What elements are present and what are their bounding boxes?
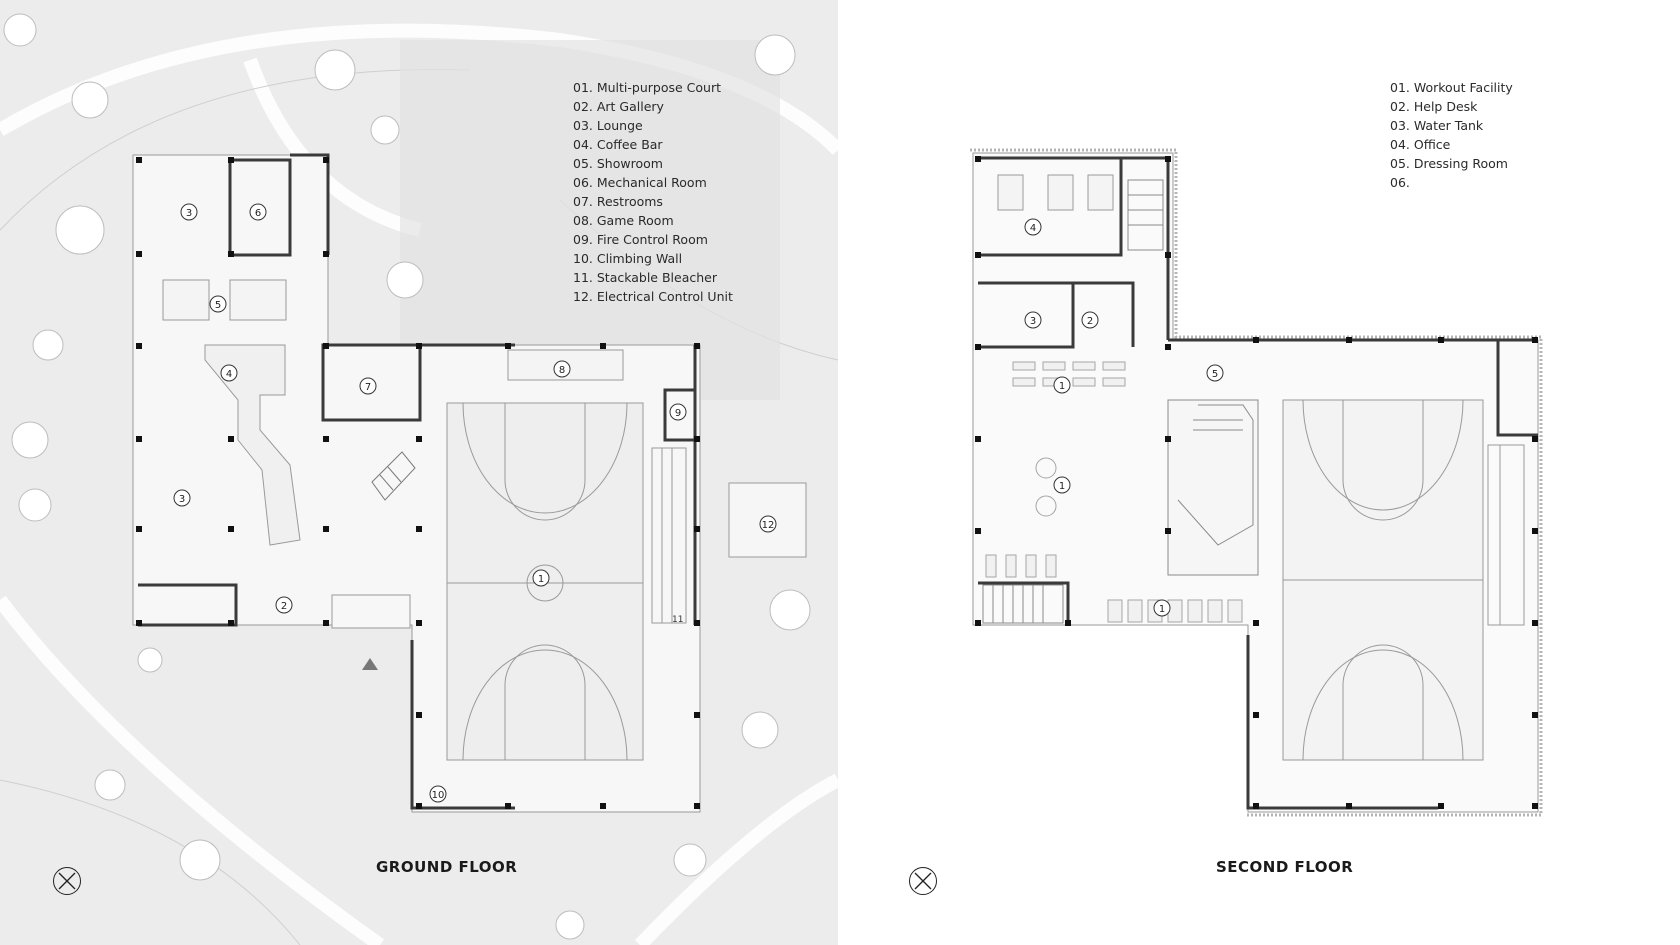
north-arrow-icon [909,867,937,895]
room-marker-label: 1 [1059,381,1065,392]
room-marker-label: 8 [559,365,565,376]
legend-item: 04. Coffee Bar [573,137,663,152]
legend-item: 04. Office [1390,137,1451,152]
room-marker-label: 2 [1087,316,1093,327]
room-marker-label: 9 [675,408,681,419]
second-floor-panel: 4 3 2 1 1 5 1 01. Workout Facility 02. Help De… [838,0,1680,945]
plaza-area [400,40,780,400]
room-marker-label: 1 [538,574,544,585]
room-marker [220,364,238,382]
room-marker [209,295,227,313]
room-marker [1053,376,1071,394]
trees [3,13,811,940]
room-marker [1206,364,1224,382]
legend-item: 03. Lounge [573,118,643,133]
legend-item: 01. Multi-purpose Court [573,80,722,95]
legend-item: 10. Climbing Wall [573,251,683,266]
room-marker-label: 5 [215,300,221,311]
room-marker-label: 7 [365,382,371,393]
legend-item: 02. Art Gallery [573,99,664,114]
room-marker [1081,311,1099,329]
legend-item: 05. Dressing Room [1390,156,1508,171]
north-arrow-icon [53,867,81,895]
columns [136,157,700,809]
room-marker-label: 1 [1159,604,1165,615]
room-marker [359,377,377,395]
second-floor-room-markers: 4 3 2 1 1 5 1 [1024,218,1224,617]
legend-item: 01. Workout Facility [1390,80,1513,95]
room-marker-label: 4 [226,369,232,380]
room-marker-label: 10 [432,790,445,801]
second-floor-legend: 01. Workout Facility 02. Help Desk 03. W… [1390,78,1513,192]
room-marker [1024,311,1042,329]
room-marker-label: 3 [186,208,192,219]
room-marker-label: 3 [179,494,185,505]
room-marker-label: 3 [1030,316,1036,327]
room-marker-label: 1 [1059,481,1065,492]
room-marker [1153,599,1171,617]
legend-item: 08. Game Room [573,213,674,228]
building-footprint-second [970,148,1543,817]
room-marker-label: 2 [281,601,287,612]
room-marker [1053,476,1071,494]
bleacher-label: 11 [672,615,683,625]
room-marker-label: 6 [255,208,261,219]
legend-item: 06. [1390,175,1410,190]
columns-second [975,156,1538,809]
legend-item: 02. Help Desk [1390,99,1478,114]
legend-item: 07. Restrooms [573,194,663,209]
room-marker [173,489,191,507]
room-marker [275,596,293,614]
legend-item: 12. Electrical Control Unit [573,289,733,304]
legend-item: 06. Mechanical Room [573,175,707,190]
second-floor-plan: 4 3 2 1 1 5 1 [970,148,1543,817]
room-marker [553,360,571,378]
room-marker [532,569,550,587]
room-marker-label: 12 [762,520,775,531]
second-floor-title: SECOND FLOOR [1216,858,1354,876]
room-marker [249,203,267,221]
entrance-triangle-icon [362,658,378,670]
legend-item: 09. Fire Control Room [573,232,708,247]
room-marker [669,403,687,421]
room-marker-label: 5 [1212,369,1218,380]
room-marker [1024,218,1042,236]
room-marker [180,203,198,221]
ground-floor-title: GROUND FLOOR [376,858,518,876]
legend-item: 03. Water Tank [1390,118,1484,133]
legend-item: 05. Showroom [573,156,663,171]
ground-floor-legend: 01. Multi-purpose Court 02. Art Gallery … [573,78,733,306]
room-marker [429,785,447,803]
room-marker-label: 4 [1030,223,1036,234]
legend-item: 11. Stackable Bleacher [573,270,717,285]
room-marker [759,515,777,533]
